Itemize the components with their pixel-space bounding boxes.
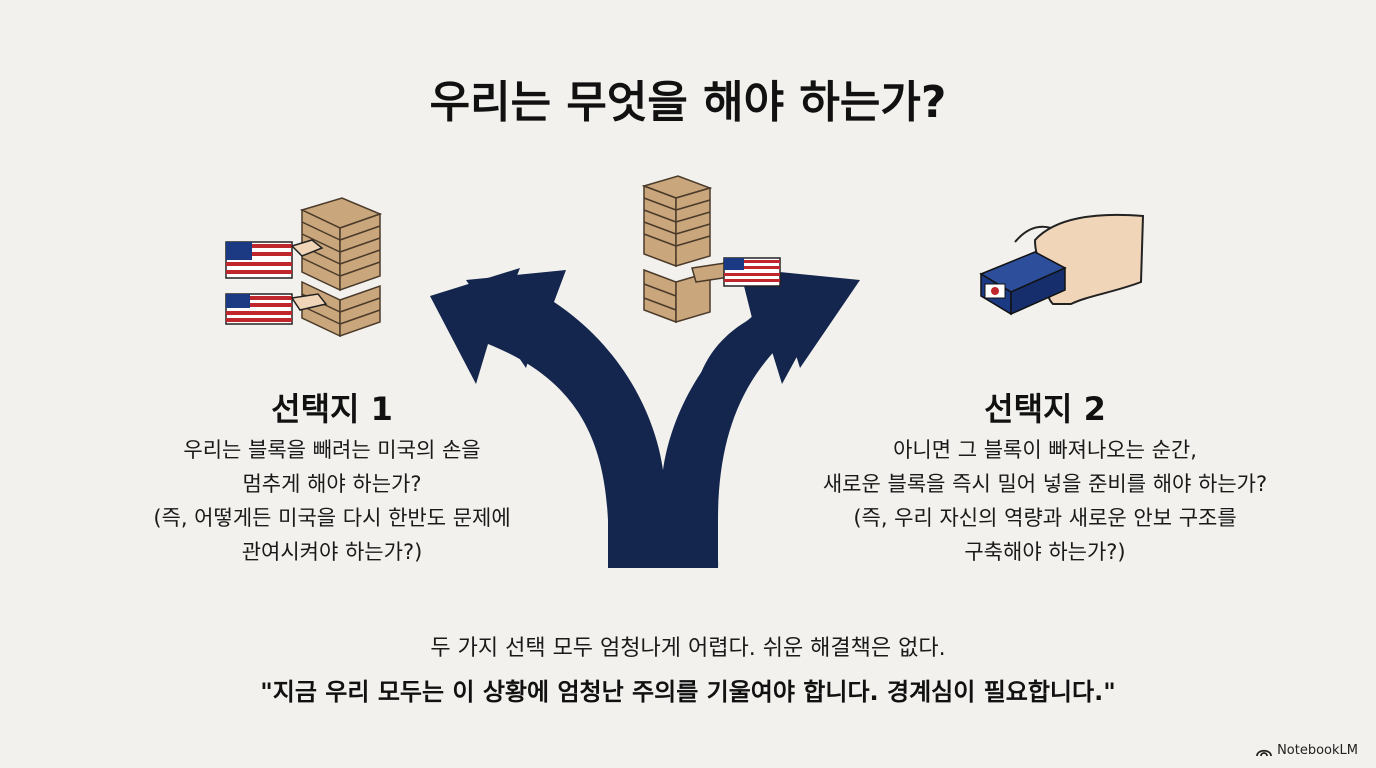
us-flag-hand-icon — [723, 257, 781, 287]
notebooklm-brand: NotebookLM — [1256, 743, 1358, 758]
option2-heading: 선택지 2 — [984, 390, 1106, 428]
option2-description: 아니면 그 블록이 빠져나오는 순간, 새로운 블록을 즉시 밀어 넣을 준비를… — [775, 433, 1315, 569]
option1-line: (즉, 어떻게든 미국을 다시 한반도 문제에 — [153, 506, 511, 530]
quote-text: "지금 우리 모두는 이 상황에 엄청난 주의를 기울여야 합니다. 경계심이 … — [260, 678, 1116, 706]
option2-line: 새로운 블록을 즉시 밀어 넣을 준비를 해야 하는가? — [822, 472, 1268, 496]
page-title: 우리는 무엇을 해야 하는가? — [429, 77, 947, 128]
brand-label: NotebookLM — [1277, 743, 1358, 758]
jenga-tower-icon — [641, 175, 781, 324]
option1-line: 우리는 블록을 빼려는 미국의 손을 — [183, 438, 481, 462]
option1-line: 멈추게 해야 하는가? — [242, 472, 422, 496]
option2-line: 아니면 그 블록이 빠져나오는 순간, — [893, 438, 1197, 462]
us-flag-hand-icon — [225, 239, 328, 325]
option1-line: 관여시켜야 하는가?) — [241, 540, 423, 564]
notebooklm-logo-icon — [1256, 749, 1272, 756]
option1-heading: 선택지 1 — [271, 390, 393, 428]
option1-description: 우리는 블록을 빼려는 미국의 손을 멈추게 해야 하는가? (즉, 어떻게든 … — [132, 433, 532, 569]
option2-line: (즉, 우리 자신의 역량과 새로운 안보 구조를 — [853, 506, 1237, 530]
jenga-tower-icon — [225, 197, 383, 338]
option2-line: 구축해야 하는가?) — [964, 540, 1126, 564]
conclusion-text: 두 가지 선택 모두 엄청나게 어렵다. 쉬운 해결책은 없다. — [430, 636, 946, 661]
hand-holding-block-icon — [979, 213, 1145, 316]
